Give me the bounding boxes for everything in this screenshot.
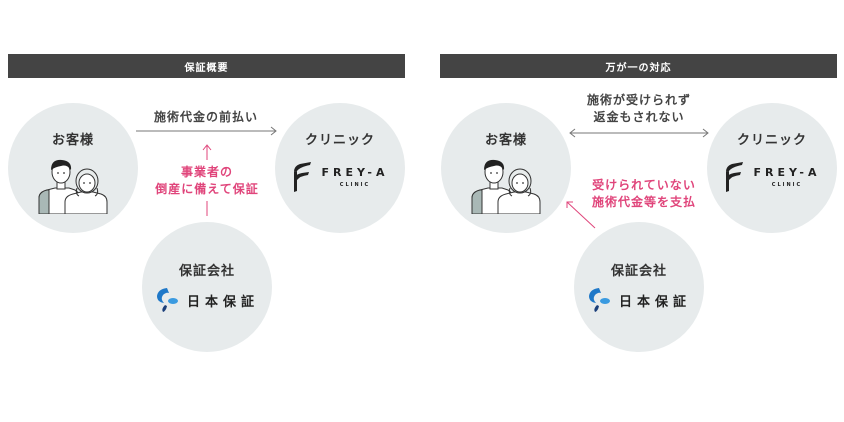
clinic-title: クリニック [736, 133, 807, 148]
nihon-hosho-mark-icon [156, 288, 178, 312]
nihon-hosho-logo: 日本保証 [155, 287, 259, 313]
frey-a-sub: CLINIC [339, 182, 371, 188]
people-illustration-icon [38, 159, 108, 214]
frey-a-name: FREY-A [321, 166, 389, 179]
clinic-node: クリニック FREY-A CLINIC [707, 103, 837, 233]
clinic-title: クリニック [304, 133, 375, 148]
emergency-response-panel: 万が一の対応 お客様 施術が受けられず 返金もされない 受けられていない [432, 0, 844, 422]
nihon-hosho-name: 日本保証 [618, 294, 691, 310]
no-treatment-no-refund-label: 施術が受けられず 返金もされない [586, 93, 691, 124]
frey-a-mark-icon [293, 162, 311, 192]
guarantor-title: 保証会社 [610, 264, 667, 279]
prepayment-label: 施術代金の前払い [153, 110, 258, 124]
frey-a-logo: FREY-A CLINIC [724, 162, 821, 192]
nihon-hosho-name: 日本保証 [186, 294, 259, 310]
bankruptcy-guarantee-label: 事業者の 倒産に備えて保証 [155, 165, 259, 196]
panel-header: 万が一の対応 [440, 54, 837, 78]
frey-a-logo: FREY-A CLINIC [292, 162, 389, 192]
guarantor-node: 保証会社 日本保証 [142, 222, 272, 352]
nihon-hosho-mark-icon [588, 288, 610, 312]
payment-of-fees-label: 受けられていない 施術代金等を支払 [591, 178, 696, 209]
customer-node: お客様 [8, 103, 138, 233]
customer-title: お客様 [484, 133, 527, 148]
customer-title: お客様 [51, 133, 94, 148]
frey-a-mark-icon [725, 162, 743, 192]
panel-header: 保証概要 [8, 54, 405, 78]
people-illustration-icon [471, 159, 541, 214]
nihon-hosho-logo: 日本保証 [587, 287, 691, 313]
customer-node: お客様 [441, 103, 571, 233]
guarantor-title: 保証会社 [178, 264, 235, 279]
frey-a-sub: CLINIC [771, 182, 803, 188]
frey-a-name: FREY-A [753, 166, 821, 179]
guarantor-node: 保証会社 日本保証 [574, 222, 704, 352]
guarantee-overview-panel: 保証概要 お客様 施術代金の前払い 事業者の [8, 54, 405, 352]
clinic-node: クリニック FREY-A CLINIC [275, 103, 405, 233]
